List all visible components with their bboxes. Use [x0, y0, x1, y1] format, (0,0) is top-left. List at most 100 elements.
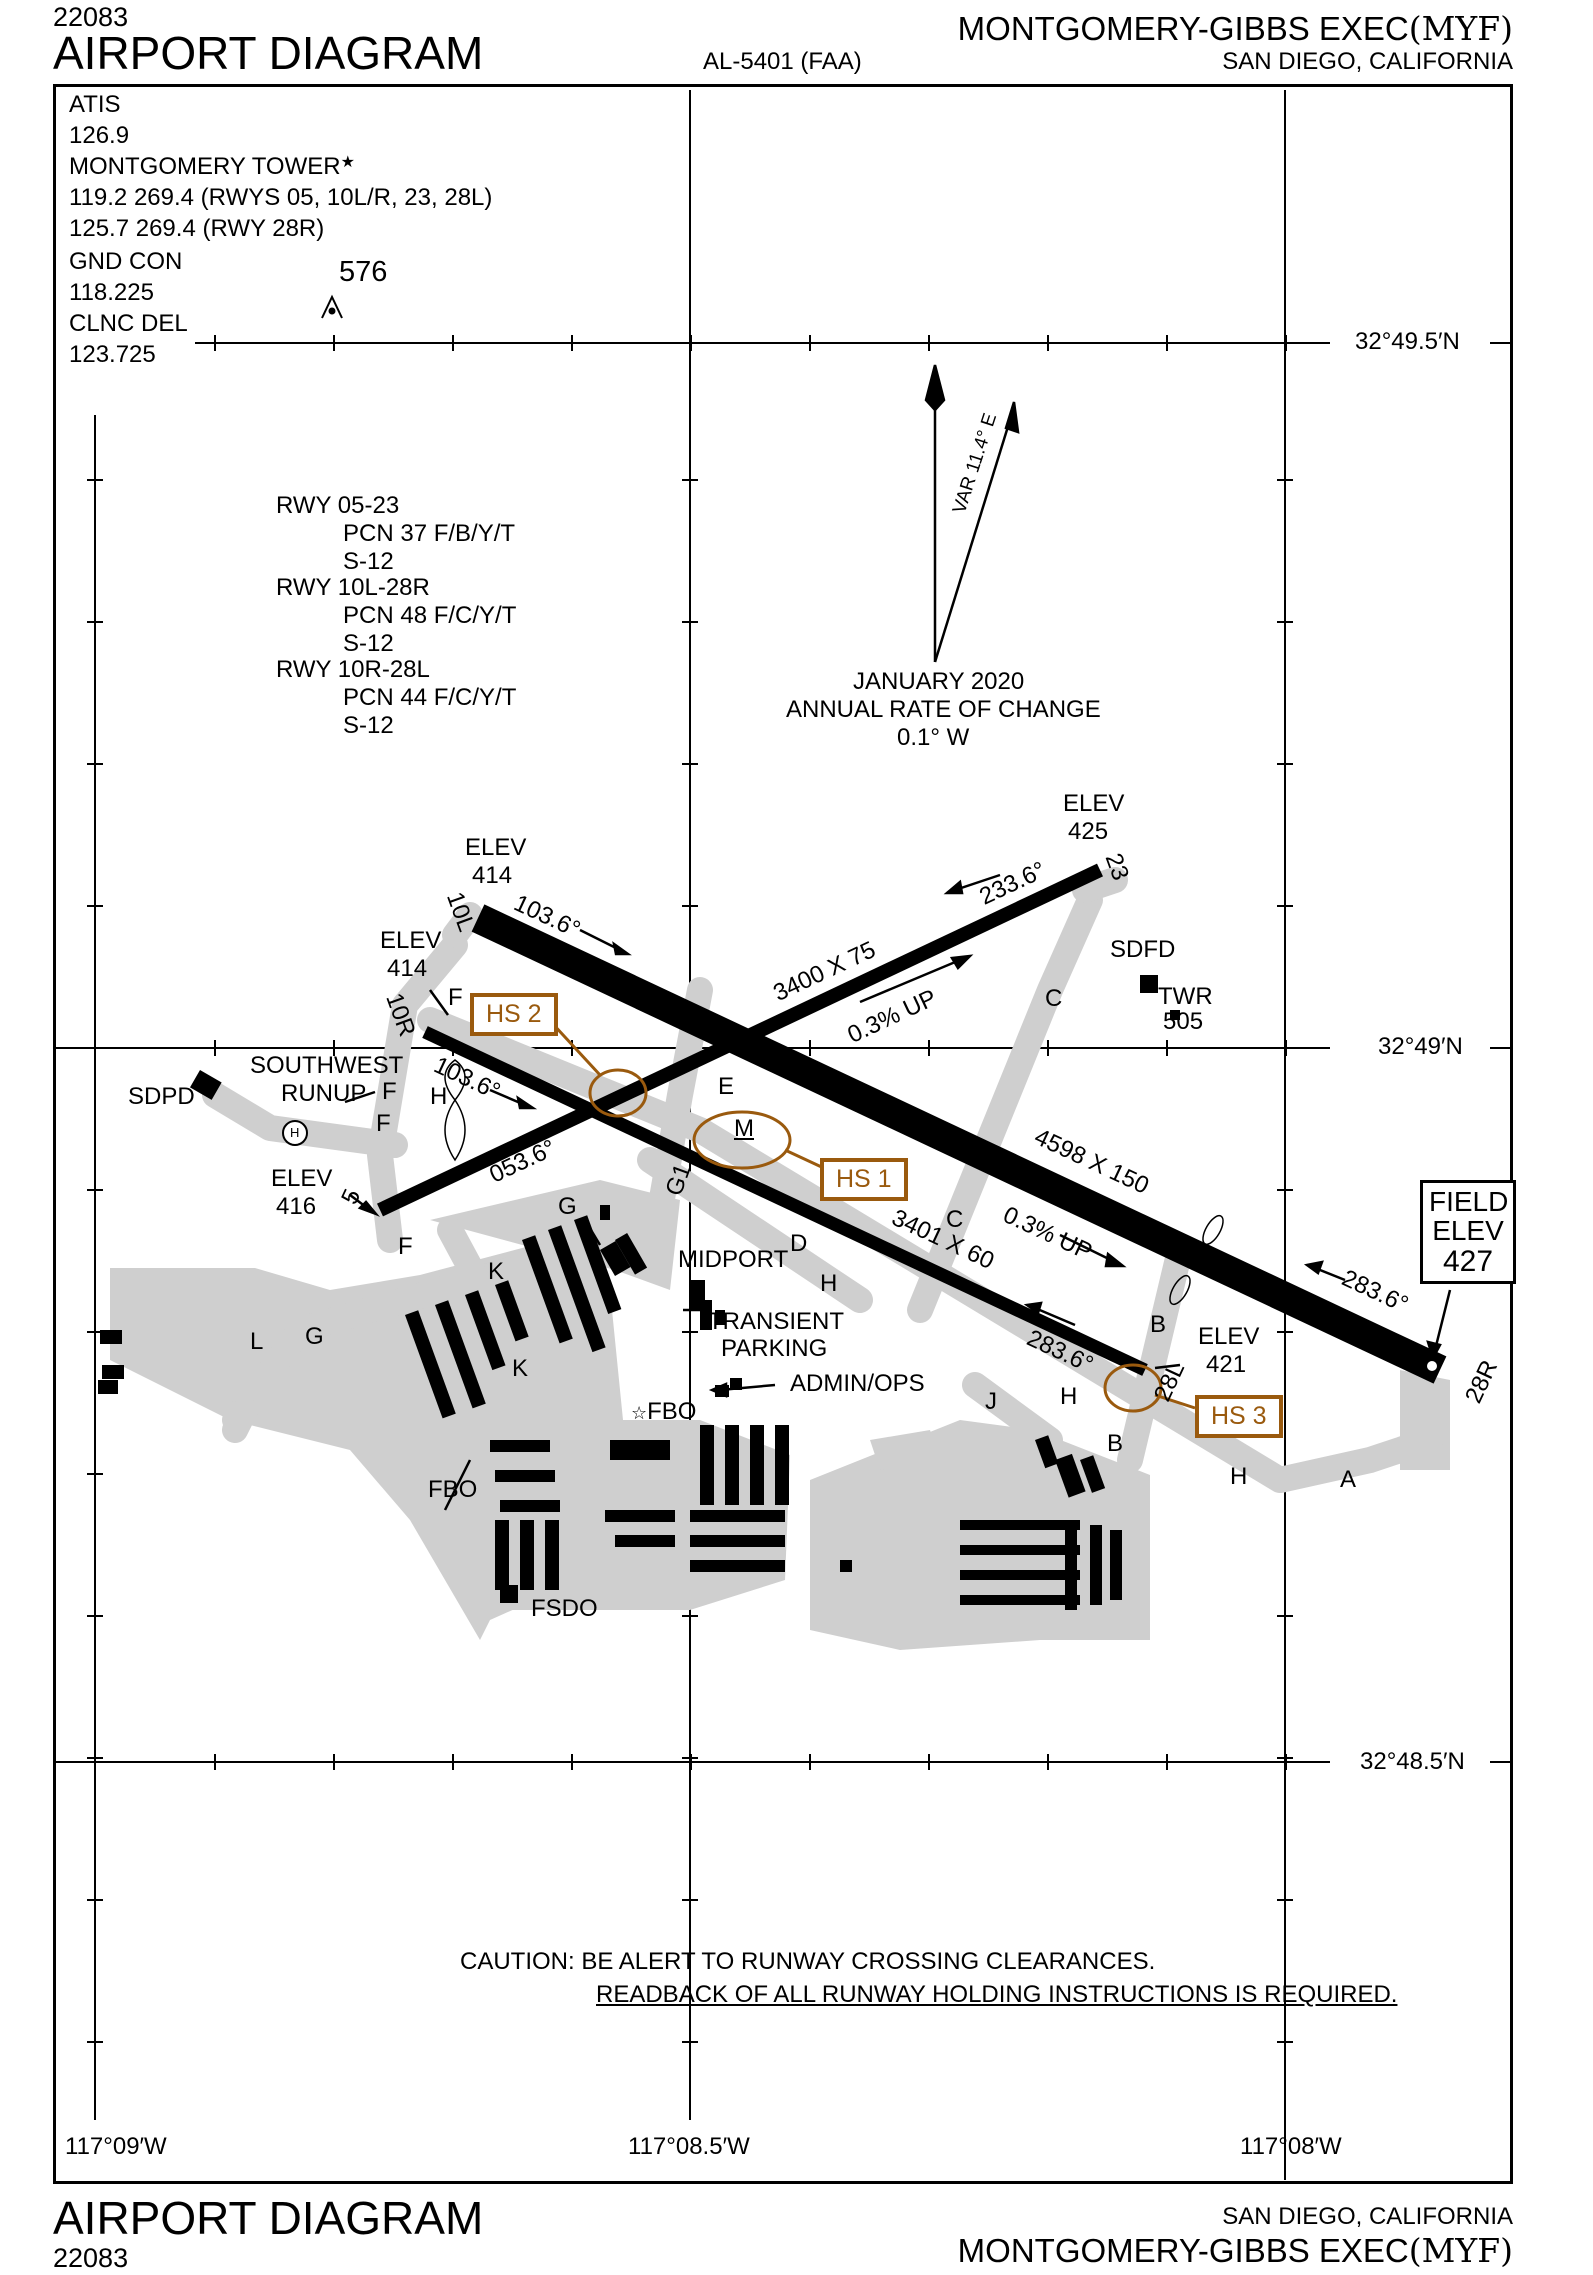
midport-label: MIDPORT: [678, 1246, 789, 1273]
building-7: [435, 1300, 486, 1409]
fbo-label-1: ☆FBO: [631, 1398, 697, 1425]
transient-parking-label-1: TRANSIENT: [708, 1308, 845, 1335]
elev-value-05: 416: [276, 1193, 317, 1220]
diagram-frame: [53, 84, 1513, 2184]
building-4: [102, 1365, 124, 1379]
variation-date: JANUARY 2020: [853, 668, 1025, 695]
longitude-label-2: 117°08.5′W: [628, 2133, 750, 2160]
pcn-rwy3: RWY 10R-28L: [276, 656, 430, 683]
elev-value-10l: 414: [472, 862, 513, 889]
building-8: [464, 1290, 506, 1371]
building-43: [1110, 1530, 1122, 1600]
elev-label-10r: ELEV: [380, 927, 442, 954]
elev-label-05: ELEV: [271, 1165, 333, 1192]
building-45: [1055, 1453, 1086, 1498]
building-20: [545, 1520, 559, 1590]
building-17: [500, 1500, 560, 1512]
elev-value-28l: 421: [1206, 1351, 1247, 1378]
southwest-runup-label-2: RUNUP: [281, 1080, 367, 1107]
building-33: [690, 1280, 705, 1310]
tower-label-map: TWR: [1158, 983, 1213, 1010]
chart-title-bottom: AIRPORT DIAGRAM: [53, 2192, 484, 2244]
obstacle-symbol: [321, 294, 343, 319]
caution-line-2: READBACK OF ALL RUNWAY HOLDING INSTRUCTI…: [596, 1981, 1398, 2008]
latitude-label-2: 32°49′N: [1378, 1033, 1463, 1060]
taxiway-f-3: F: [376, 1110, 391, 1137]
building-47: [840, 1560, 852, 1572]
building-6: [405, 1310, 456, 1419]
building-22: [605, 1510, 675, 1522]
fsdo-label: FSDO: [531, 1595, 598, 1622]
building-39: [960, 1570, 1080, 1580]
field-elevation-box: FIELD ELEV 427: [1420, 1180, 1516, 1285]
clearance-label: CLNC DEL: [69, 310, 188, 337]
building-3: [100, 1330, 122, 1344]
building-41: [1065, 1520, 1077, 1610]
variation-rate-label: ANNUAL RATE OF CHANGE: [786, 696, 1101, 723]
pcn-rwy2-value: PCN 48 F/C/Y/T: [343, 602, 517, 629]
taxiway-f-1: F: [448, 984, 463, 1011]
building-30: [690, 1560, 785, 1572]
elev-value-10r: 414: [387, 955, 428, 982]
location-bottom: SAN DIEGO, CALIFORNIA: [1222, 2203, 1513, 2230]
helipad-label: H: [290, 1125, 300, 1140]
airport-name-bottom: MONTGOMERY-GIBBS EXEC(MYF): [957, 2231, 1513, 2270]
helipad: [282, 1120, 308, 1146]
transient-parking-label-2: PARKING: [721, 1335, 828, 1362]
taxiway-c-south: C: [946, 1206, 964, 1233]
atis-frequency: 126.9: [69, 122, 130, 149]
north-arrow: [924, 364, 1020, 663]
hotspot-2-box: HS 2: [470, 993, 558, 1036]
building-46: [1079, 1455, 1106, 1493]
pcn-rwy1: RWY 05-23: [276, 492, 400, 519]
latitude-label-1: 32°49.5′N: [1355, 328, 1460, 355]
building-9: [494, 1280, 529, 1342]
building-44: [1035, 1435, 1059, 1469]
building-10: [522, 1235, 573, 1344]
taxiway-e: E: [718, 1073, 735, 1100]
chart-number-bottom: 22083: [53, 2243, 129, 2273]
building-37: [960, 1520, 1080, 1530]
building-11: [548, 1225, 606, 1353]
building-2: [1170, 1010, 1180, 1020]
building-42: [1090, 1525, 1102, 1605]
building-38: [960, 1545, 1080, 1555]
caution-line-1: CAUTION: BE ALERT TO RUNWAY CROSSING CLE…: [460, 1948, 1156, 1975]
tower-frequency-2: 125.7 269.4 (RWY 28R): [69, 215, 325, 242]
building-29: [690, 1535, 785, 1547]
airport-name-top: MONTGOMERY-GIBBS EXEC(MYF): [957, 9, 1513, 48]
sdpd-label: SDPD: [128, 1083, 195, 1110]
building-24: [700, 1425, 714, 1505]
building-40: [960, 1595, 1080, 1605]
admin-ops-label: ADMIN/OPS: [790, 1370, 925, 1397]
taxiway-h-3: H: [1060, 1383, 1078, 1410]
taxiway-g-north: G: [558, 1193, 577, 1220]
pcn-rwy1-s: S-12: [343, 548, 394, 575]
field-elev-label-2: ELEV: [1432, 1215, 1504, 1247]
holding-figures: [444, 1059, 1224, 1306]
chart-title-top: AIRPORT DIAGRAM: [53, 27, 484, 79]
building-15: [490, 1440, 550, 1452]
taxiway-b-north: B: [1150, 1311, 1167, 1338]
building-48: [600, 1205, 610, 1220]
building-0: [190, 1070, 222, 1100]
building-18: [495, 1520, 509, 1590]
pcn-rwy2: RWY 10L-28R: [276, 574, 430, 601]
star-icon: ★: [340, 154, 355, 171]
building-14: [614, 1232, 648, 1275]
taxiway-l: L: [250, 1328, 264, 1355]
buildings: [98, 975, 1180, 1610]
building-35: [730, 1378, 742, 1390]
taxiway-h-2: H: [820, 1270, 838, 1297]
building-16: [495, 1470, 555, 1482]
chart-code: AL-5401 (FAA): [703, 48, 862, 75]
atis-label: ATIS: [69, 91, 121, 118]
tower-label: MONTGOMERY TOWER★: [69, 153, 355, 180]
building-36: [500, 1585, 518, 1603]
taxiway-h-4: H: [1230, 1463, 1248, 1490]
building-26: [750, 1425, 764, 1505]
pcn-rwy1-value: PCN 37 F/B/Y/T: [343, 520, 516, 547]
southwest-runup-label-1: SOUTHWEST: [250, 1052, 404, 1079]
elev-label-10l: ELEV: [465, 834, 527, 861]
